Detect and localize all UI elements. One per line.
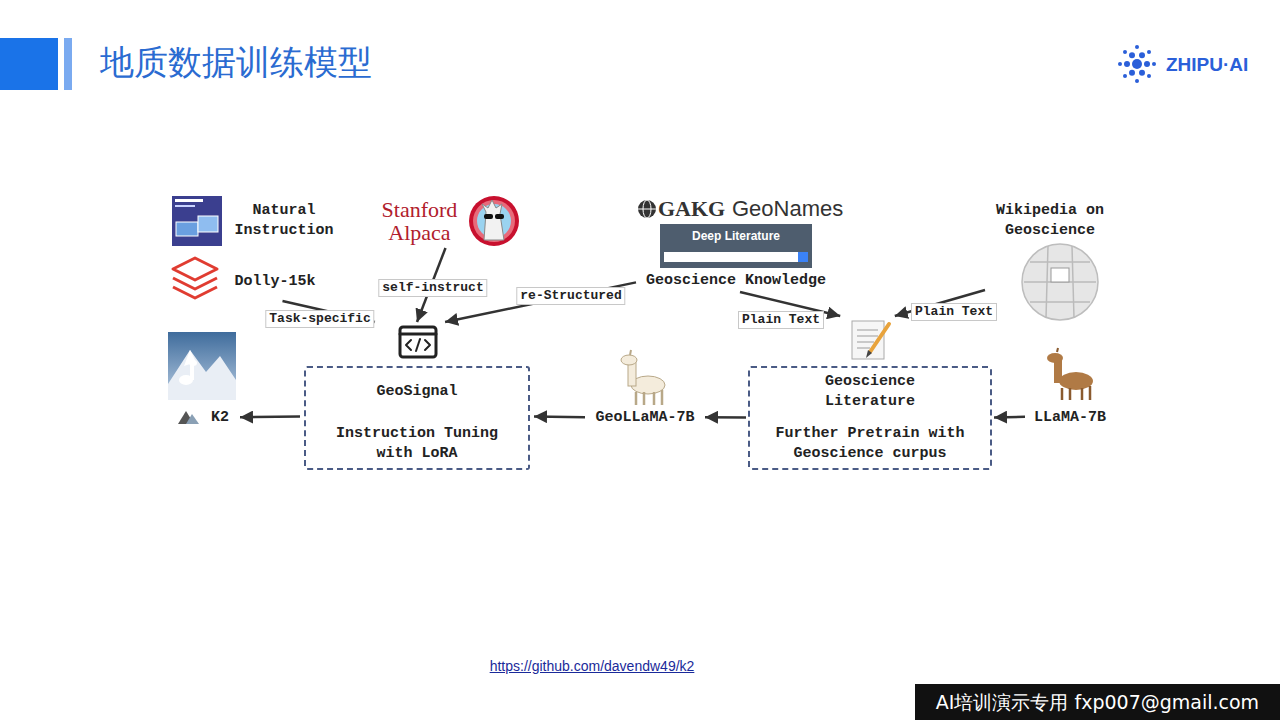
node-text: Geoscience Literature	[795, 372, 945, 412]
diagram-node: LLaMA-7B	[1025, 348, 1115, 428]
code-icon	[400, 327, 436, 357]
node-text: Stanford Alpaca	[372, 198, 467, 244]
slide-title: 地质数据训练模型	[100, 40, 372, 84]
node-text: K2	[203, 408, 237, 428]
logo-text: ZHIPU·AI	[1166, 52, 1248, 78]
source-link: https://github.com/davendw49/k2	[392, 656, 792, 676]
diagram-node: K2	[165, 330, 240, 428]
gakg-globe	[638, 200, 656, 218]
alpaca-logo	[469, 196, 519, 246]
deep-literature-banner	[660, 224, 812, 268]
node-text: GAKG	[658, 197, 734, 221]
diagram-node: Geoscience LiteratureFurther Pretrain wi…	[746, 316, 994, 472]
node-text: Geoscience Knowledge	[636, 271, 836, 291]
document-icon	[852, 321, 889, 359]
flow-arrow	[705, 416, 746, 419]
diagram-node: GAKGGeoNamesDeep LiteratureGeoscience Kn…	[636, 196, 836, 292]
node-text: Wikipedia on Geoscience	[985, 201, 1115, 241]
node-text: LLaMA-7B	[1025, 408, 1115, 428]
wikipedia-globe	[1022, 244, 1098, 320]
edge-label: Plain Text	[911, 303, 997, 321]
diagram-node: Natural Instruction	[170, 196, 345, 248]
flow-arrow	[240, 415, 300, 418]
node-text: Instruction Tuning with LoRA	[317, 424, 517, 464]
natural-instruction-icon	[172, 196, 222, 246]
node-text: GeoSignal	[300, 382, 534, 402]
edge-label: self-instruct	[378, 279, 487, 297]
node-text: Deep Literature	[660, 228, 812, 244]
logo-dots	[1118, 45, 1156, 83]
header-bars	[0, 38, 72, 90]
dolly-icon	[173, 258, 217, 298]
flow-arrow	[534, 415, 585, 418]
diagram-node: Wikipedia on Geoscience	[985, 200, 1115, 320]
edge-label: Task-specific	[265, 310, 374, 328]
edge-label: re-Structured	[516, 287, 625, 305]
node-text: Dolly-15k	[230, 272, 320, 292]
diagram-node: Stanford Alpaca	[372, 194, 522, 248]
diagram-node: GeoSignalInstruction Tuning with LoRA	[300, 322, 534, 472]
node-text: GeoNames	[732, 197, 842, 221]
flow-arrow	[994, 416, 1025, 419]
diagram-node: GeoLLaMA-7B	[585, 350, 705, 430]
node-text: Further Pretrain with Geoscience curpus	[750, 424, 990, 464]
node-text: Natural Instruction	[225, 201, 343, 241]
node-text: GeoLLaMA-7B	[585, 408, 705, 428]
llama-white	[621, 350, 665, 405]
diagram-node: Dolly-15k	[170, 255, 320, 301]
llama-brown	[1047, 348, 1093, 400]
edge-label: Plain Text	[738, 311, 824, 329]
watermark: AI培训演示专用 fxp007@gmail.com	[915, 684, 1280, 720]
